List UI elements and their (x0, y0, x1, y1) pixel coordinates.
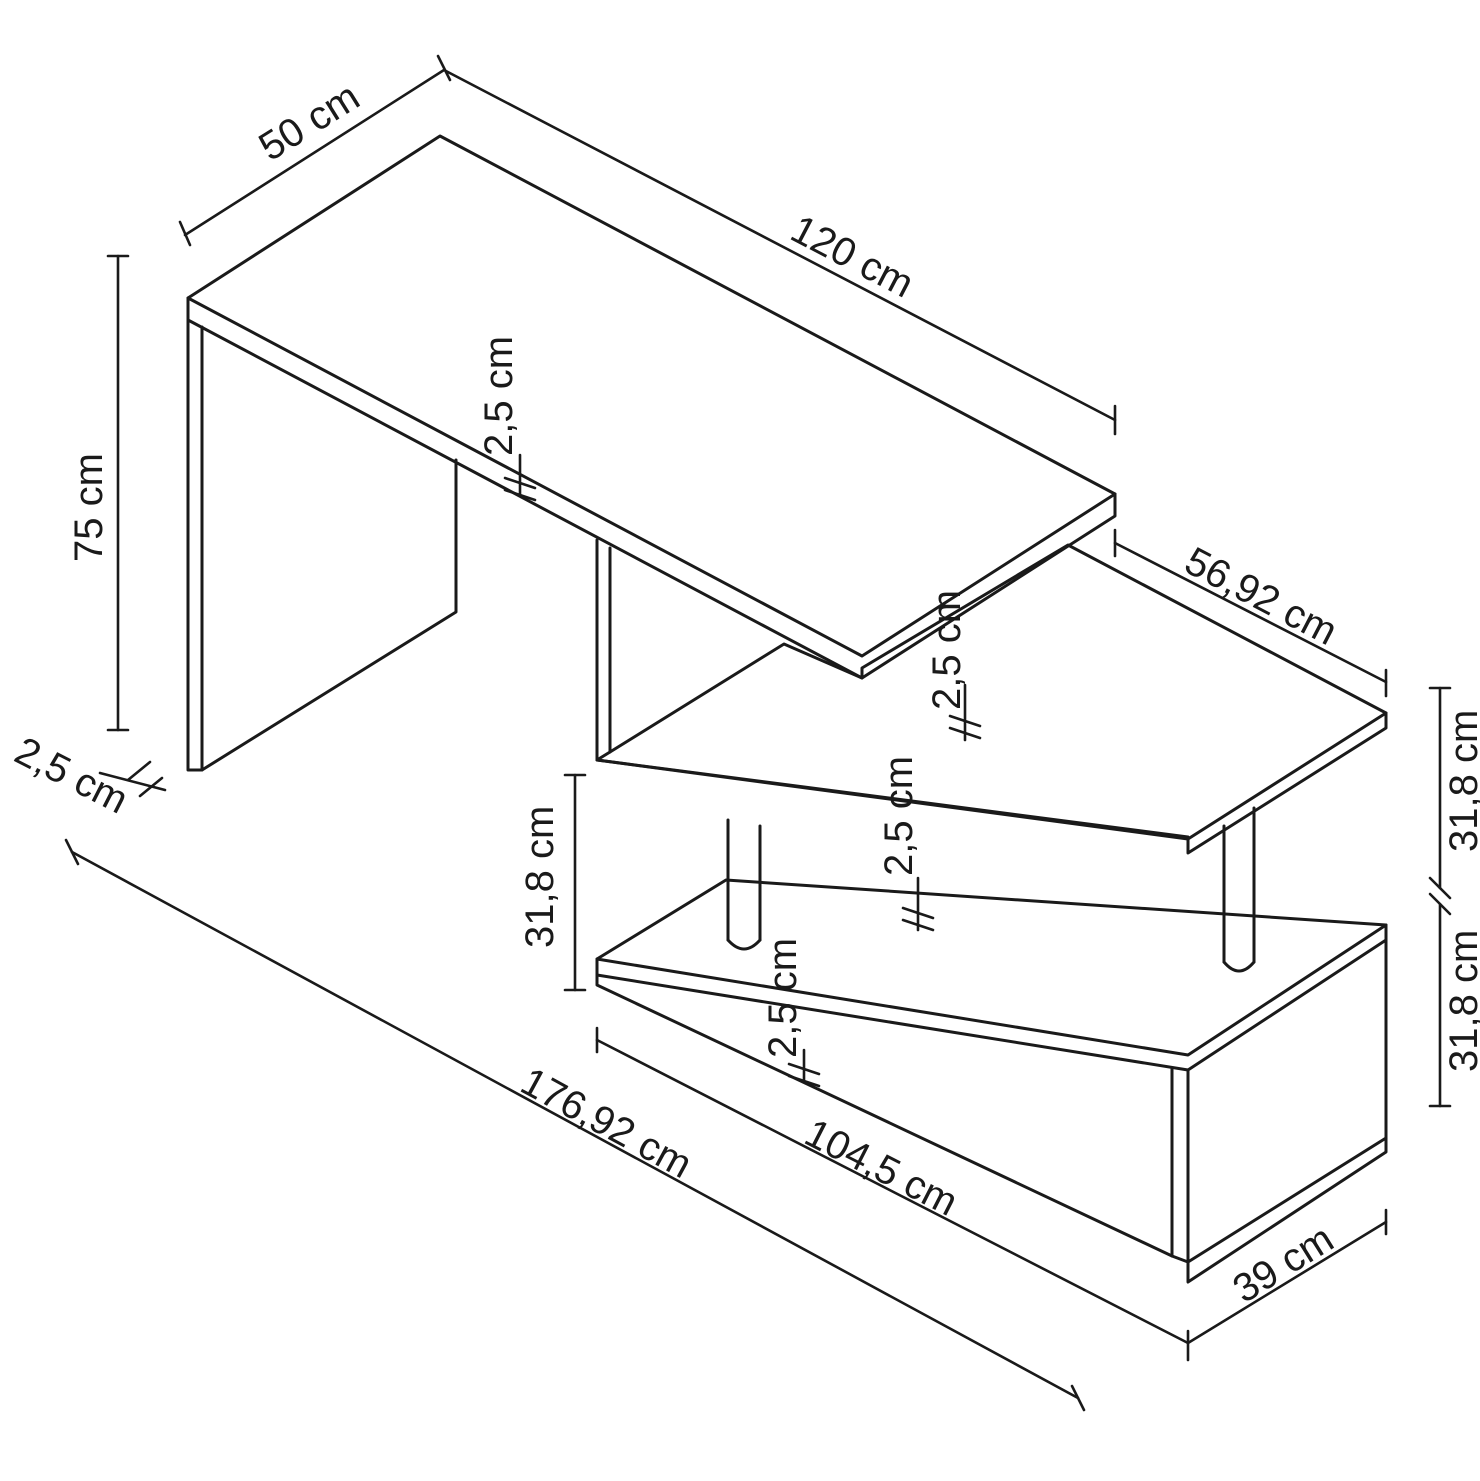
support-posts (726, 806, 1256, 973)
desk-drawing (186, 134, 1388, 1284)
desk-top-front-edge (186, 296, 1117, 680)
label-cabinet-depth: 39 cm (1225, 1217, 1341, 1312)
label-shelf-gap-left: 31,8 cm (518, 806, 562, 948)
label-top-thickness: 2,5 cm (477, 336, 521, 456)
label-cabinet-length: 104,5 cm (798, 1111, 965, 1225)
cabinet-top-surface (595, 878, 1388, 1057)
cabinet-top-front-edge (595, 923, 1388, 1072)
cabinet-bottom-shelf (595, 973, 1190, 1264)
left-leg-panel (186, 318, 458, 772)
label-bottom-shelf-thickness: 2,5 cm (761, 938, 805, 1058)
dimension-labels: 50 cm 120 cm 75 cm 2,5 cm 2,5 cm 56,92 c… (8, 75, 1480, 1312)
cabinet-right-side (1186, 938, 1388, 1284)
label-upper-shelf-length: 56,92 cm (1178, 539, 1344, 654)
label-desk-height: 75 cm (67, 453, 111, 562)
upper-shelf-front-edge (595, 711, 1388, 855)
desk-top-surface (186, 134, 1117, 658)
label-upper-shelf-thickness: 2,5 cm (925, 590, 969, 710)
label-leg-thickness: 2,5 cm (8, 729, 135, 823)
dimension-lines (64, 54, 1452, 1412)
cabinet-bottom-edge (1186, 1136, 1388, 1264)
label-shelf-gap-right-upper: 31,8 cm (1442, 710, 1480, 852)
label-shelf-gap-right-lower: 31,8 cm (1442, 930, 1480, 1072)
label-middle-shelf-thickness: 2,5 cm (877, 756, 921, 876)
